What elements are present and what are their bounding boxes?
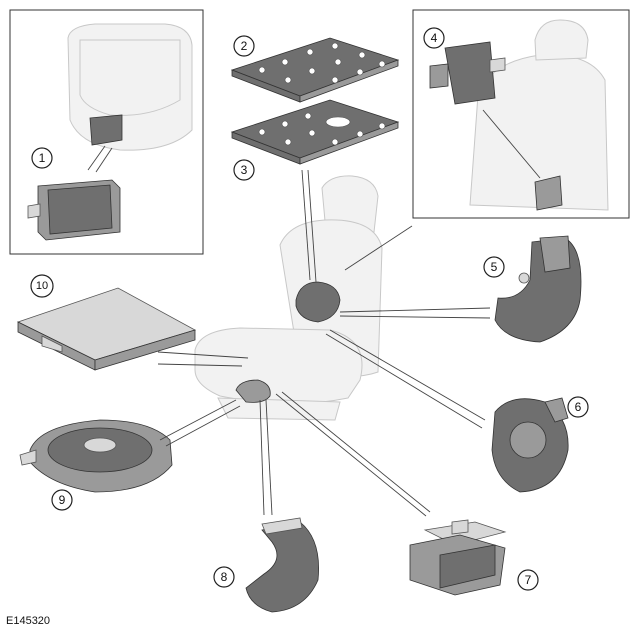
callout-2-label: 2 <box>241 39 248 53</box>
callout-8: 8 <box>213 566 235 588</box>
blower-fan-lower <box>19 419 173 493</box>
callout-7: 7 <box>517 569 539 591</box>
callout-10-label: 10 <box>36 280 48 292</box>
callout-5-label: 5 <box>491 260 498 274</box>
air-duct-upper <box>494 235 582 343</box>
heater-pad-lower <box>230 99 400 165</box>
callout-5: 5 <box>483 256 505 278</box>
callout-1-label: 1 <box>39 151 46 165</box>
callout-3: 3 <box>233 159 255 181</box>
callout-9: 9 <box>51 489 73 511</box>
callout-2: 2 <box>233 35 255 57</box>
callout-4: 4 <box>423 27 445 49</box>
callout-7-label: 7 <box>525 573 532 587</box>
leader-lines <box>157 169 491 517</box>
figure-reference-code: E145320 <box>6 615 51 627</box>
module-illustration <box>27 23 193 241</box>
seatback-illustration <box>429 19 609 211</box>
cushion-pad <box>16 287 197 371</box>
inset-module-box <box>9 9 204 255</box>
callout-6-label: 6 <box>575 400 582 414</box>
main-seat-illustration <box>194 175 383 421</box>
callout-3-label: 3 <box>241 163 248 177</box>
callout-8-label: 8 <box>221 570 228 584</box>
callout-10: 10 <box>30 274 54 298</box>
callout-4-label: 4 <box>431 31 438 45</box>
air-duct-lower <box>245 517 319 613</box>
callout-6: 6 <box>567 396 589 418</box>
blower-fan-upper <box>491 397 569 493</box>
blower-assembly-lower <box>409 519 507 596</box>
heater-pad-upper <box>230 37 400 103</box>
inset-seatback-box <box>412 9 630 219</box>
callout-1: 1 <box>31 147 53 169</box>
callout-9-label: 9 <box>59 493 66 507</box>
